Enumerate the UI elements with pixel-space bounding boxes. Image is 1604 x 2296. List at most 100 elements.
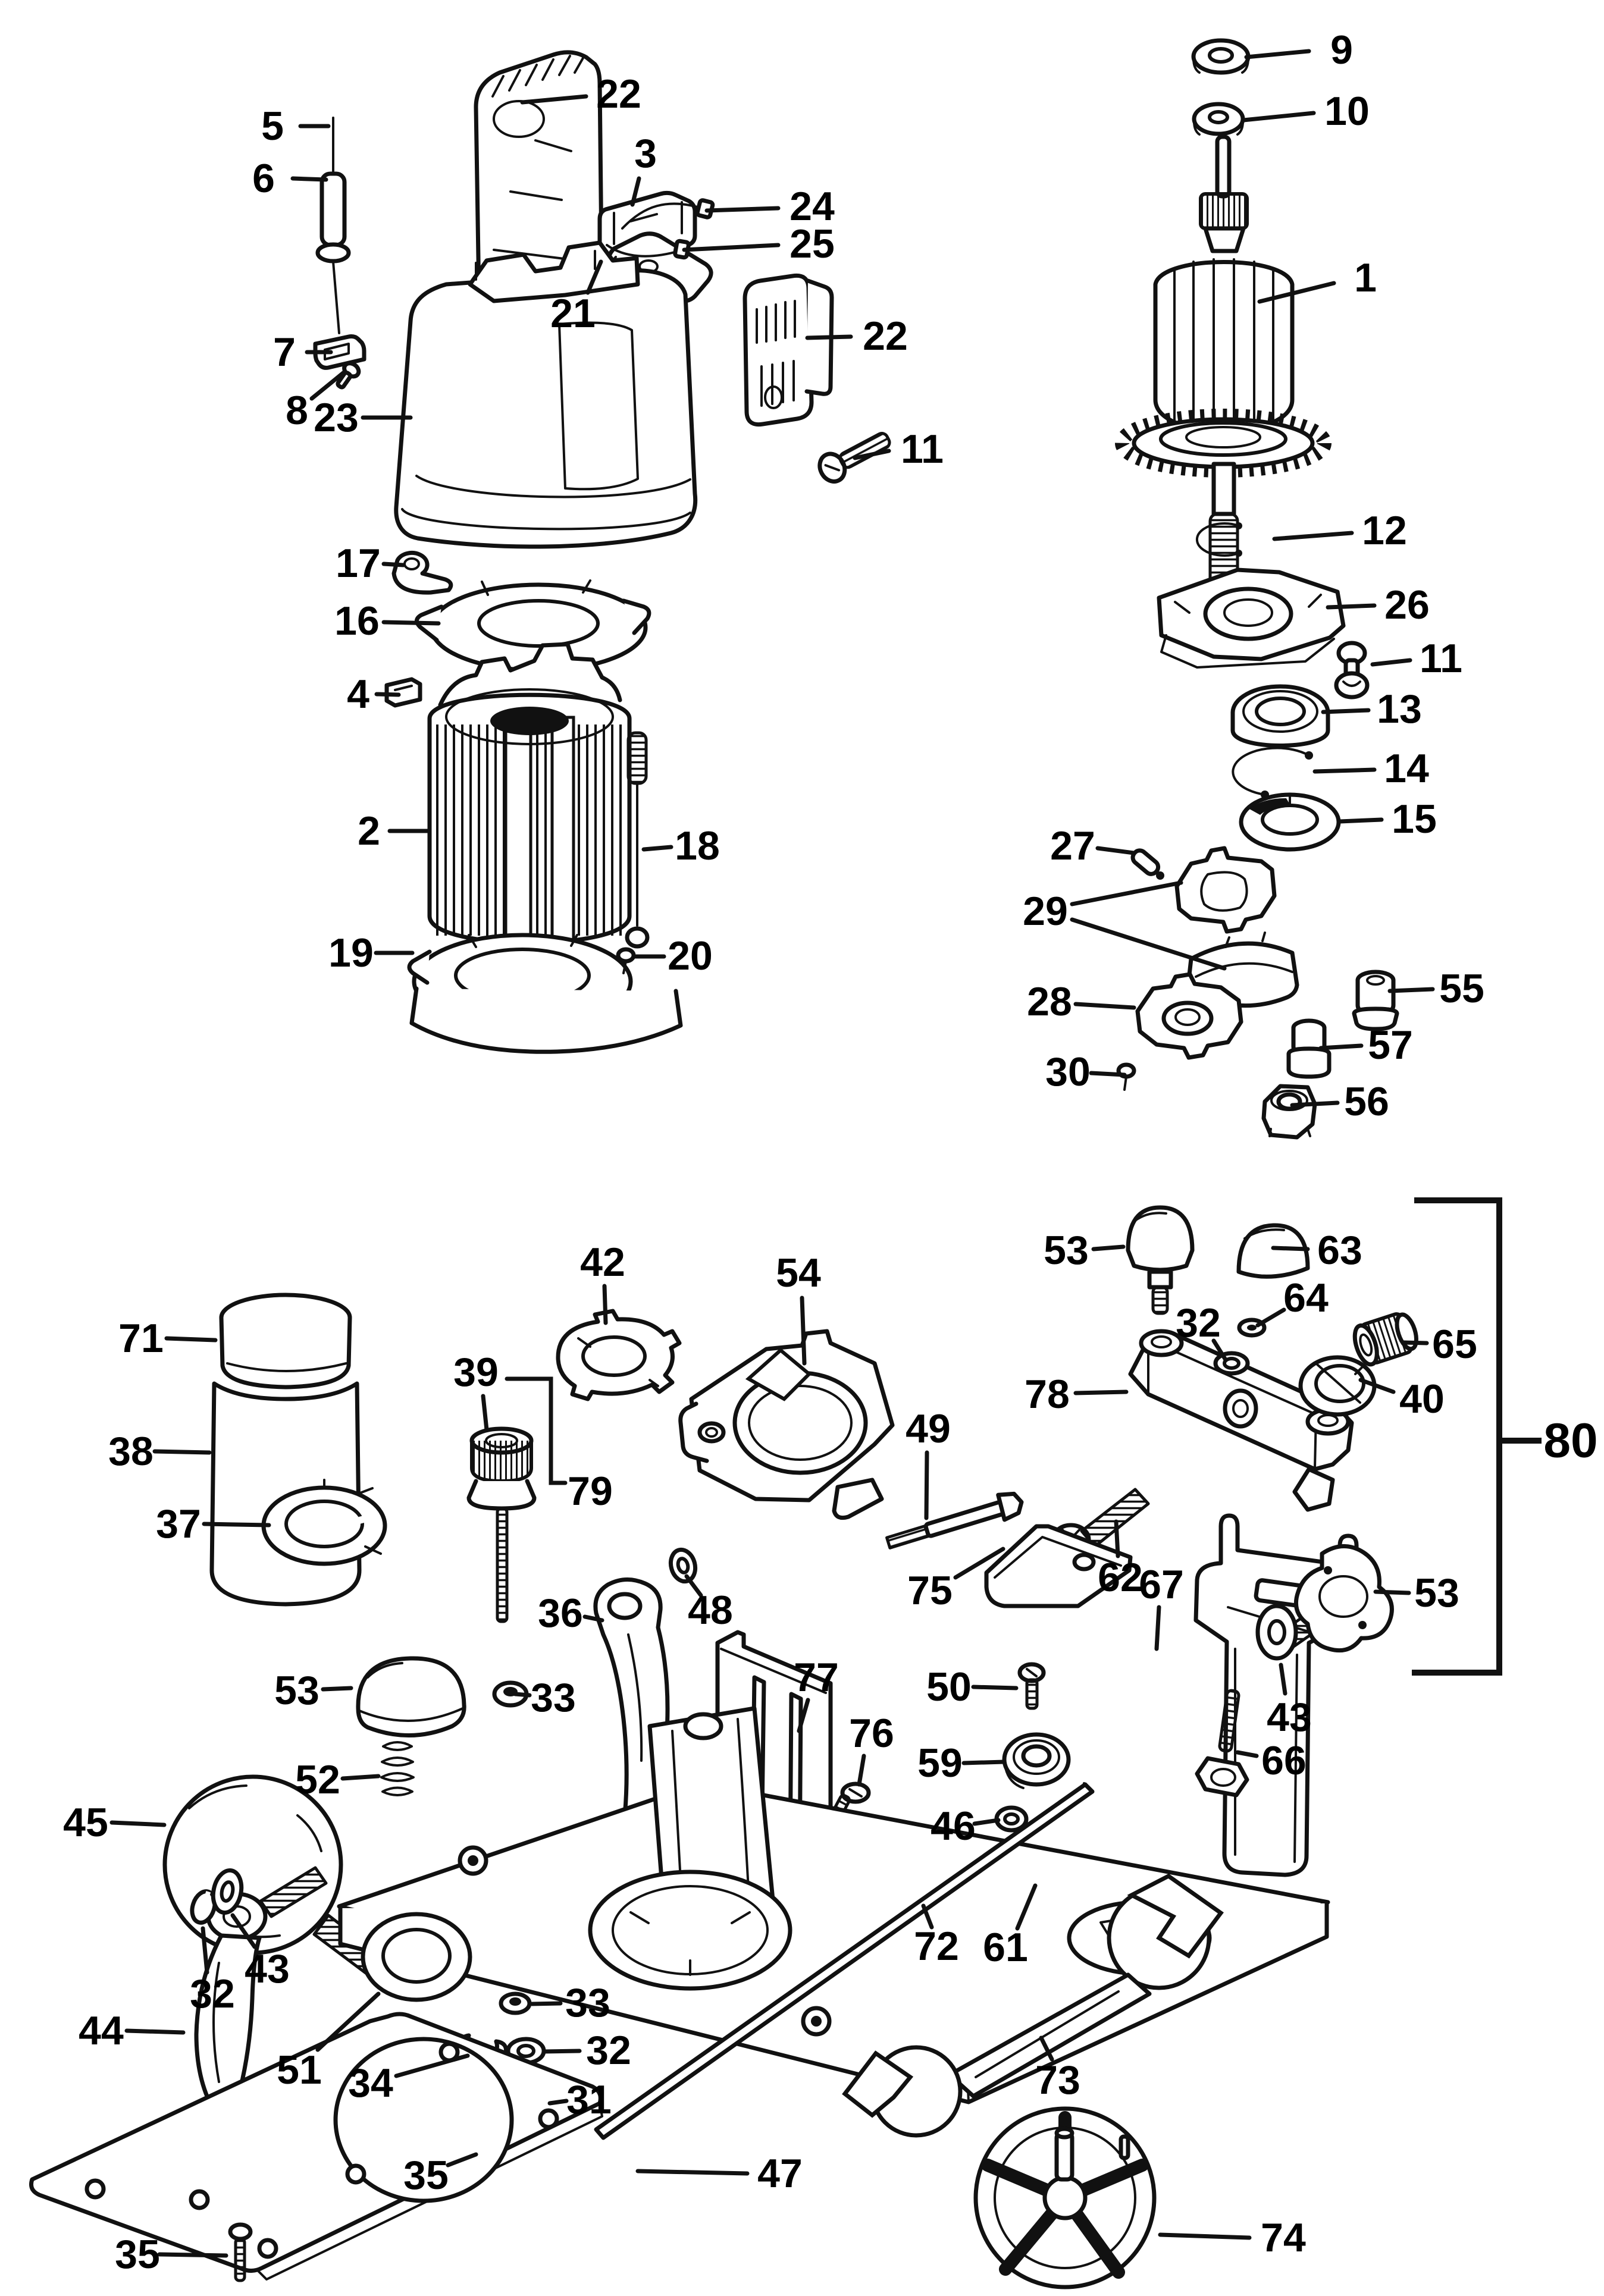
leader-line xyxy=(1255,1307,1286,1328)
callout-46-text: 46 xyxy=(931,1803,976,1849)
leader-line xyxy=(157,2252,228,2258)
callout-30: 30 xyxy=(1045,1049,1127,1094)
callout-19: 19 xyxy=(328,930,415,976)
leader-line xyxy=(1244,49,1311,59)
callout-20-text: 20 xyxy=(668,933,713,978)
part-43-washer-left xyxy=(211,1868,244,1915)
callout-19-text: 19 xyxy=(328,930,374,976)
leader-line xyxy=(953,1547,1005,1580)
leader-line xyxy=(641,845,673,852)
leader-line xyxy=(1326,603,1377,610)
part-42-cam-ring xyxy=(556,1309,682,1401)
leader-line xyxy=(1241,111,1316,123)
callout-21: 21 xyxy=(550,259,603,336)
callout-66-text: 66 xyxy=(1261,1738,1307,1783)
part-32-washer-upper xyxy=(1213,1351,1250,1376)
callout-14: 14 xyxy=(1312,746,1429,791)
callout-31: 31 xyxy=(547,2077,612,2122)
part-30-screw-tiny xyxy=(1116,1062,1136,1091)
callout-78-text: 78 xyxy=(1025,1372,1070,1417)
callout-1-text: 1 xyxy=(1354,255,1377,300)
callout-59-text: 59 xyxy=(917,1740,963,1786)
callout-28: 28 xyxy=(1027,979,1136,1024)
leader-line xyxy=(1318,1043,1364,1050)
leader-line xyxy=(152,1449,212,1455)
leader-line xyxy=(315,1991,381,2052)
callout-76: 76 xyxy=(849,1711,894,1787)
callout-21-text: 21 xyxy=(550,291,596,336)
part-26-bearing-housing xyxy=(1157,567,1346,669)
callout-78: 78 xyxy=(1025,1372,1129,1417)
leader-line xyxy=(1290,1100,1340,1108)
leader-line xyxy=(1211,1338,1228,1362)
leader-line xyxy=(547,2099,569,2106)
leader-line xyxy=(374,692,401,697)
callout-76-text: 76 xyxy=(849,1711,894,1756)
callout-50: 50 xyxy=(926,1664,1019,1710)
callout-49: 49 xyxy=(906,1406,951,1520)
callout-2-text: 2 xyxy=(358,808,380,854)
callout-75: 75 xyxy=(907,1547,1005,1613)
leader-line xyxy=(1337,817,1384,824)
part-50-screw-small xyxy=(1017,1662,1046,1710)
callout-34-text: 34 xyxy=(348,2060,393,2106)
leader-line xyxy=(481,1394,489,1432)
part-53-dome-knob-left xyxy=(356,1656,466,1737)
callout-55: 55 xyxy=(1387,966,1484,1011)
leader-line xyxy=(1370,658,1412,667)
callout-53: 53 xyxy=(1373,1570,1459,1616)
callout-75-text: 75 xyxy=(907,1568,953,1613)
part-49-long-bolt xyxy=(885,1491,1024,1550)
leader-line xyxy=(1015,1883,1038,1931)
leader-line xyxy=(513,1692,532,1698)
leader-line xyxy=(381,620,441,626)
part-53-clamp-knob-top xyxy=(1126,1205,1195,1315)
part-10-washer xyxy=(1192,102,1245,136)
leader-line xyxy=(602,1284,608,1325)
leader-line xyxy=(1095,846,1136,855)
part-48-washer xyxy=(668,1547,698,1584)
part-22-side-cover xyxy=(743,273,834,427)
callout-80-text: 80 xyxy=(1543,1414,1597,1468)
callout-73-text: 73 xyxy=(1035,2057,1080,2103)
leader-line xyxy=(446,2152,478,2168)
leader-line xyxy=(1158,2232,1252,2240)
parts-layer xyxy=(29,38,1418,2289)
leader-line xyxy=(921,1903,934,1930)
callout-2: 2 xyxy=(358,808,432,854)
callout-36: 36 xyxy=(538,1591,604,1636)
leader-line xyxy=(394,2053,470,2078)
part-2-field-coil xyxy=(427,642,632,949)
part-36-clamp-lever xyxy=(593,1577,670,1851)
callout-64: 64 xyxy=(1255,1275,1329,1328)
callout-72: 72 xyxy=(914,1903,959,1969)
callout-24-text: 24 xyxy=(790,184,835,229)
leader-line xyxy=(230,1913,257,1949)
leader-line xyxy=(1089,1071,1127,1077)
part-74-template-guide-disc xyxy=(973,2106,1157,2289)
callout-61-text: 61 xyxy=(983,1925,1028,1970)
callout-55-text: 55 xyxy=(1439,966,1484,1011)
callout-16: 16 xyxy=(334,598,441,644)
callout-27-text: 27 xyxy=(1050,823,1095,868)
leader-line xyxy=(857,1754,866,1787)
callout-34: 34 xyxy=(348,2053,470,2106)
leader-line xyxy=(582,1614,604,1623)
callout-33: 33 xyxy=(530,1980,610,2025)
callout-73: 73 xyxy=(1035,2035,1080,2103)
callout-64-text: 64 xyxy=(1283,1275,1329,1320)
leader-line xyxy=(530,2001,563,2006)
callout-51-text: 51 xyxy=(277,2047,322,2093)
part-14-circlip xyxy=(1232,746,1313,799)
leader-line xyxy=(635,2169,750,2176)
callout-43: 43 xyxy=(1267,1663,1312,1740)
callout-11: 11 xyxy=(853,426,944,472)
callout-46: 46 xyxy=(931,1803,1001,1849)
part-57-nut-sleeve xyxy=(1286,1018,1332,1079)
leader-line xyxy=(1073,1389,1129,1395)
callout-57-text: 57 xyxy=(1368,1022,1413,1068)
callout-32: 32 xyxy=(190,1926,235,2016)
callout-3: 3 xyxy=(630,131,657,207)
callout-3-text: 3 xyxy=(634,131,657,176)
